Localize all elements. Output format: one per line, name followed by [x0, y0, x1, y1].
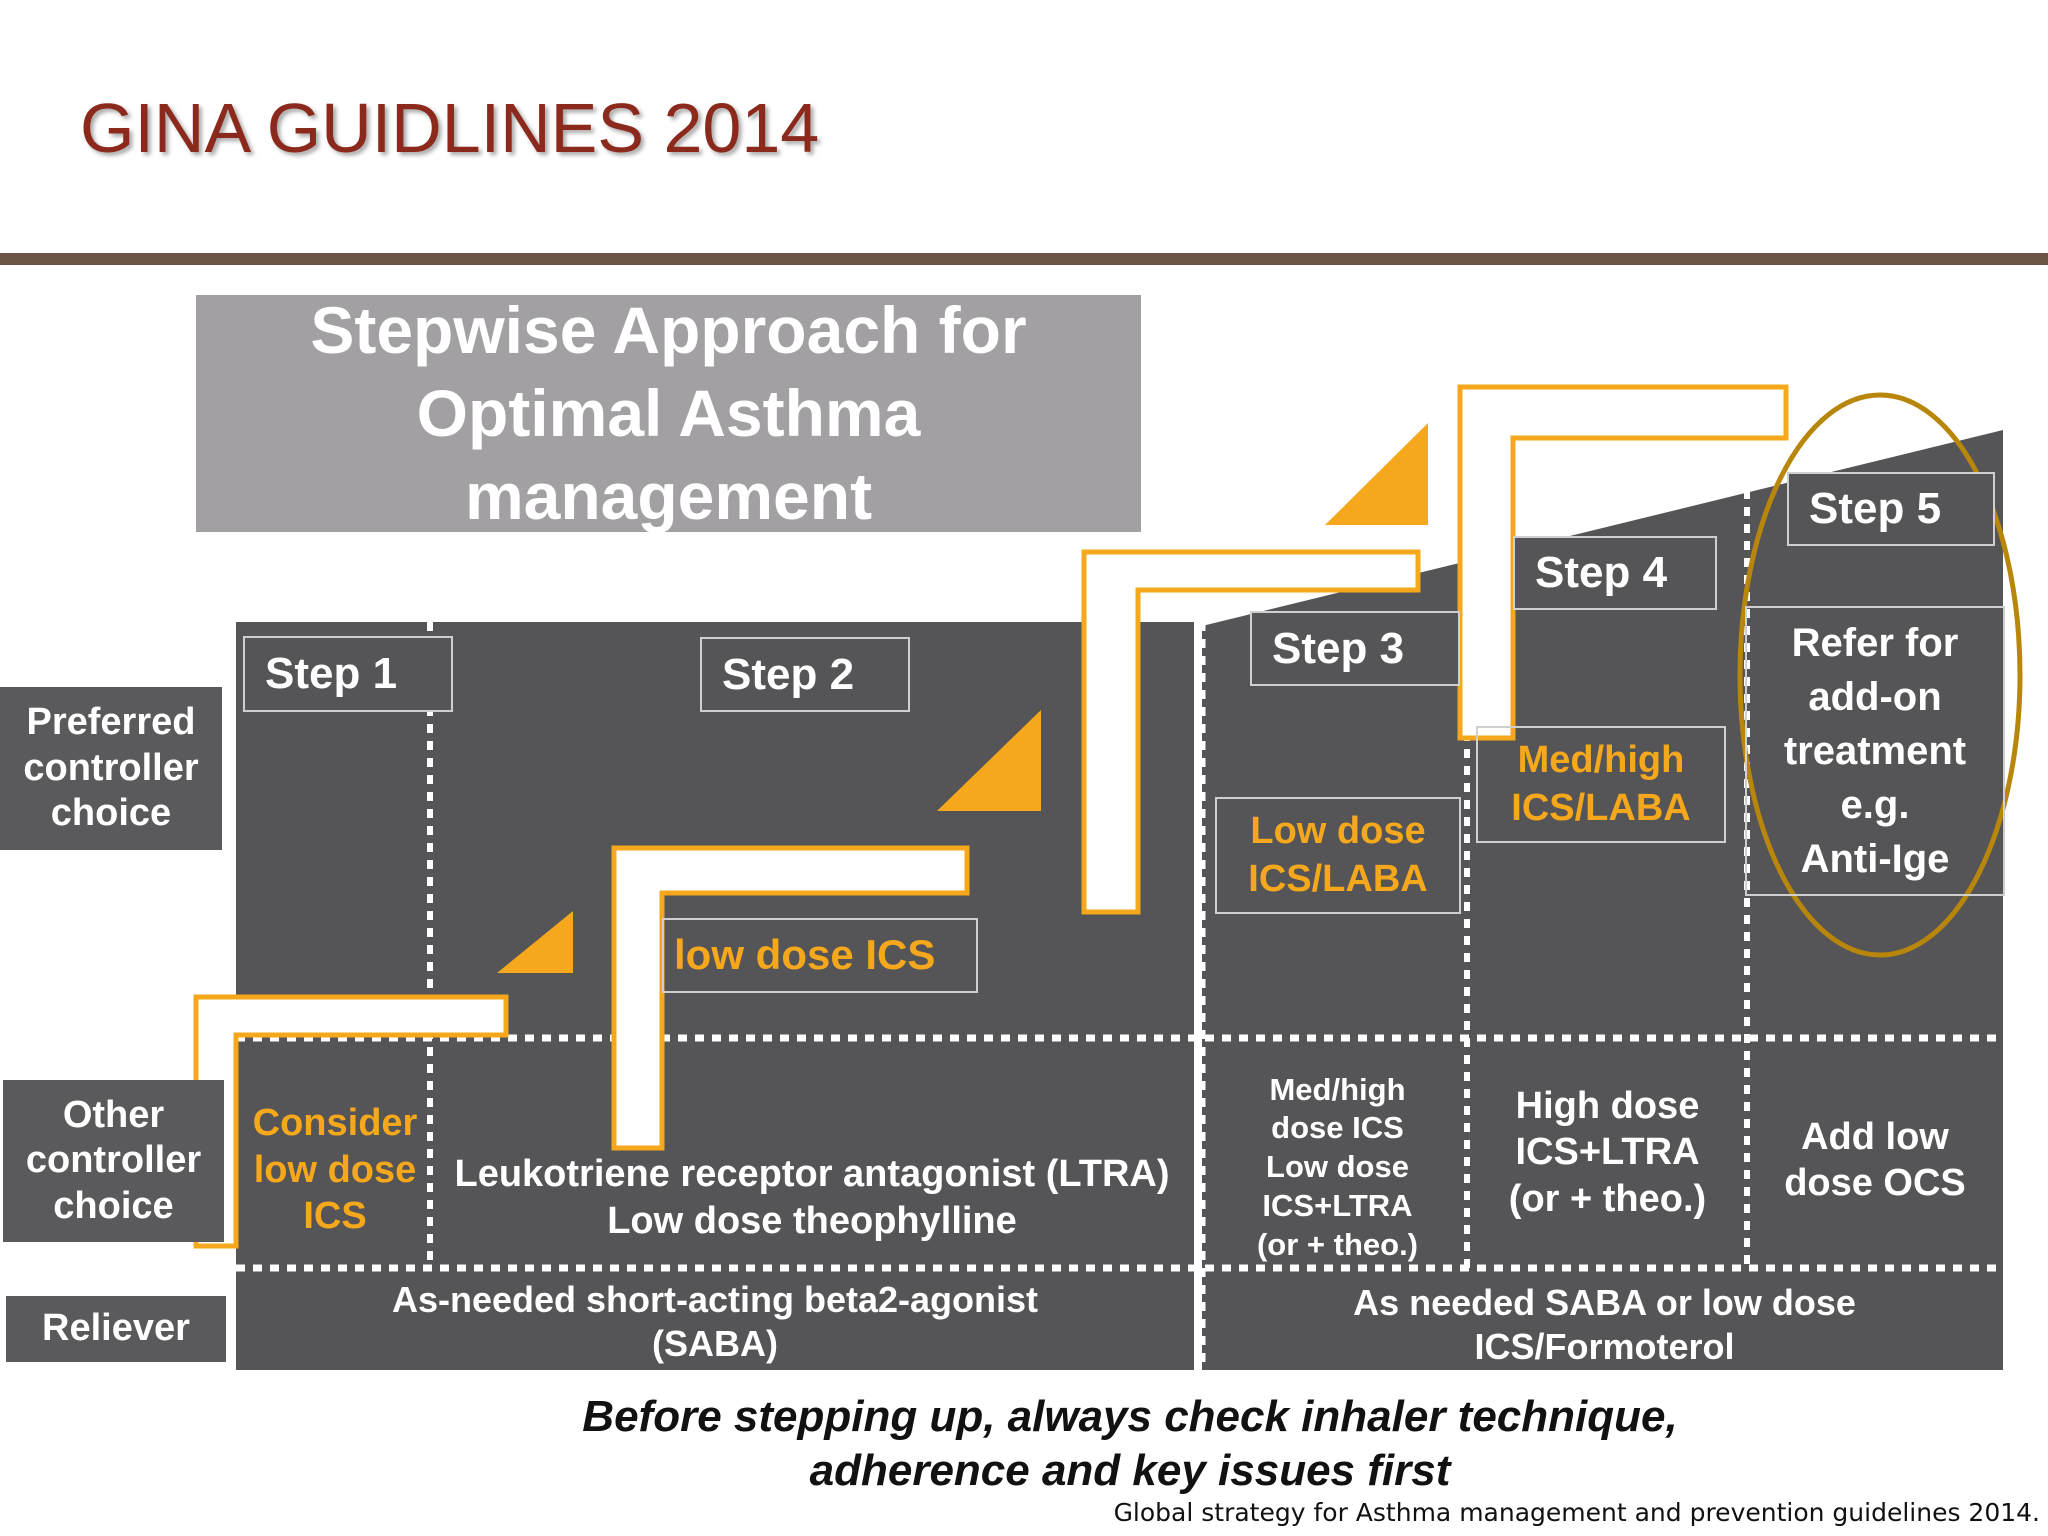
reliever-line: As-needed short-acting beta2-agonist: [391, 1279, 1039, 1320]
step-arrow-4: [1457, 384, 1789, 741]
other-step3: Med/high dose ICS Low dose ICS+LTRA (or …: [1210, 1070, 1465, 1265]
reliever-line: ICS/Formoterol: [1474, 1325, 1735, 1367]
step-1-label: Step 1: [243, 636, 453, 712]
other-line: (or + theo.): [1508, 1177, 1707, 1220]
banner-line: Optimal Asthma: [416, 376, 921, 450]
step5-highlight-ellipse: [1737, 392, 2023, 958]
other-line: ICS+LTRA: [1515, 1131, 1700, 1174]
other-line: ICS+LTRA: [1262, 1187, 1413, 1223]
step-5-label: Step 5: [1787, 472, 1995, 546]
reliever-line: (SABA): [652, 1322, 778, 1364]
row-label-line: controller: [25, 1139, 202, 1182]
other-line: Low dose: [1266, 1149, 1409, 1185]
footer-note-line: adherence and key issues first: [809, 1446, 1451, 1495]
footer-note: Before stepping up, always check inhaler…: [300, 1390, 1960, 1498]
other-line: dose OCS: [1784, 1162, 1966, 1204]
other-step2: Leukotriene receptor antagonist (LTRA) L…: [432, 1150, 1192, 1245]
row-label-line: Other: [62, 1093, 165, 1136]
preferred-line: Low dose: [1250, 810, 1426, 852]
source-citation: Global strategy for Asthma management an…: [1113, 1498, 2040, 1527]
row-label-line: choice: [53, 1184, 174, 1227]
other-step1: Consider low dose ICS: [240, 1100, 430, 1240]
footer-note-line: Before stepping up, always check inhaler…: [582, 1392, 1678, 1441]
title-divider: [0, 253, 2048, 265]
banner-title: Stepwise Approach for Optimal Asthma man…: [196, 293, 1141, 533]
step-triangle-3: [1325, 423, 1428, 525]
other-line: Leukotriene receptor antagonist (LTRA): [454, 1153, 1170, 1196]
other-line: High dose: [1515, 1084, 1700, 1127]
banner-line: management: [464, 459, 873, 533]
row-label-line: choice: [50, 792, 172, 835]
step-arrow-2: [611, 845, 970, 1151]
other-line: dose ICS: [1271, 1110, 1404, 1146]
step-2-label: Step 2: [700, 637, 910, 712]
row-label-line: controller: [23, 746, 199, 789]
other-line: ICS: [303, 1195, 367, 1238]
step-4-label: Step 4: [1513, 536, 1717, 610]
other-line: Add low: [1801, 1115, 1949, 1158]
other-line: Consider: [252, 1102, 418, 1145]
preferred-step4: Med/high ICS/LABA: [1476, 726, 1726, 843]
slide-title: GINA GUIDLINES 2014: [80, 89, 820, 167]
step-triangle-1: [497, 911, 573, 973]
row-label-other: Other controller choice: [3, 1080, 224, 1242]
other-line: Med/high: [1269, 1071, 1406, 1107]
reliever-steps-1-2: As-needed short-acting beta2-agonist (SA…: [240, 1278, 1190, 1370]
other-step4: High dose ICS+LTRA (or + theo.): [1470, 1080, 1745, 1225]
reliever-line: As needed SABA or low dose: [1353, 1282, 1856, 1323]
preferred-line: Refer for: [1791, 621, 1959, 665]
preferred-step3: Low dose ICS/LABA: [1215, 797, 1461, 914]
step-3-label: Step 3: [1250, 611, 1460, 686]
preferred-line: Anti-Ige: [1800, 837, 1950, 881]
other-line: Low dose theophylline: [607, 1199, 1017, 1242]
step-triangle-2: [937, 710, 1041, 811]
reliever-steps-3-5: As needed SABA or low dose ICS/Formotero…: [1206, 1281, 2003, 1370]
row-label-preferred: Preferred controller choice: [0, 687, 222, 850]
preferred-step2: low dose ICS: [662, 918, 978, 993]
other-line: low dose: [253, 1148, 417, 1191]
preferred-line: ICS/LABA: [1248, 857, 1428, 900]
preferred-line: add-on: [1808, 675, 1942, 719]
preferred-step5: Refer for add-on treatment e.g. Anti-Ige: [1745, 606, 2005, 896]
other-line: (or + theo.): [1256, 1226, 1419, 1262]
preferred-line: treatment: [1783, 729, 1967, 773]
row-label-reliever: Reliever: [6, 1296, 226, 1362]
step-arrow-3: [1081, 549, 1421, 915]
step-arrow-1: [193, 994, 509, 1249]
preferred-line: ICS/LABA: [1511, 786, 1691, 829]
banner-line: Stepwise Approach for: [310, 293, 1027, 367]
preferred-line: e.g.: [1840, 783, 1910, 827]
row-label-line: Preferred: [26, 701, 196, 744]
preferred-line: Med/high: [1517, 739, 1685, 781]
other-step5: Add low dose OCS: [1750, 1110, 2000, 1210]
